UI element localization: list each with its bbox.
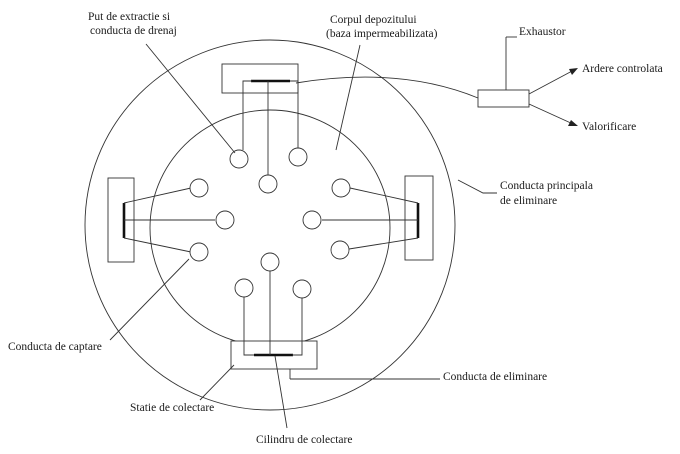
- extraction-well: [234, 278, 254, 298]
- label-conducta-captare: Conducta de captare: [8, 341, 102, 353]
- label-cilindru-colectare: Cilindru de colectare: [256, 434, 352, 446]
- label-corpul-2: (baza impermeabilizata): [326, 28, 438, 40]
- label-put-extractie-1: Put de extractie si: [88, 11, 170, 23]
- label-valorificare: Valorificare: [582, 121, 636, 133]
- extraction-well: [229, 149, 249, 169]
- label-exhaustor: Exhaustor: [519, 26, 566, 38]
- extraction-well: [292, 279, 312, 299]
- arrow-valorificare: [528, 103, 574, 125]
- capture-pipes-top: [242, 80, 299, 175]
- extraction-well: [288, 147, 308, 167]
- arrowhead-ardere: [569, 68, 578, 75]
- label-conducta-principala-2: de eliminare: [500, 195, 557, 207]
- leader-cilindru-colectare: [274, 355, 288, 429]
- extraction-well: [330, 240, 350, 260]
- extraction-well: [331, 178, 351, 198]
- leader-conducta-principala: [457, 179, 497, 194]
- leader-statie-colectare: [199, 364, 235, 401]
- extraction-well: [258, 174, 278, 194]
- exhaustor-box: [477, 89, 530, 108]
- extraction-well: [260, 252, 280, 272]
- arrowhead-valorificare: [568, 120, 578, 126]
- label-conducta-eliminare: Conducta de eliminare: [443, 371, 547, 383]
- capture-pipes-right: [322, 187, 419, 250]
- label-conducta-principala-1: Conducta principala: [500, 180, 593, 192]
- extraction-well: [189, 242, 209, 262]
- label-ardere-controlata: Ardere controlata: [582, 63, 663, 75]
- capture-pipes-left: [123, 187, 215, 253]
- leader-conducta-captare: [109, 258, 190, 341]
- leader-put-extractie: [145, 43, 236, 154]
- outer-site-boundary: [84, 39, 456, 411]
- capture-pipes-bottom: [243, 270, 303, 356]
- extraction-well: [302, 210, 322, 230]
- label-statie-colectare: Statie de colectare: [130, 402, 214, 414]
- extraction-well: [215, 210, 235, 230]
- collection-station-top: [221, 63, 299, 94]
- label-corpul-1: Corpul depozitului: [330, 14, 417, 26]
- label-put-extractie-2: conducta de drenaj: [90, 25, 177, 37]
- extraction-well: [189, 178, 209, 198]
- extraction-wells: [189, 147, 351, 299]
- leader-corpul: [335, 44, 361, 151]
- main-disposal-pipe: [295, 76, 479, 99]
- arrow-ardere-controlata: [528, 69, 575, 95]
